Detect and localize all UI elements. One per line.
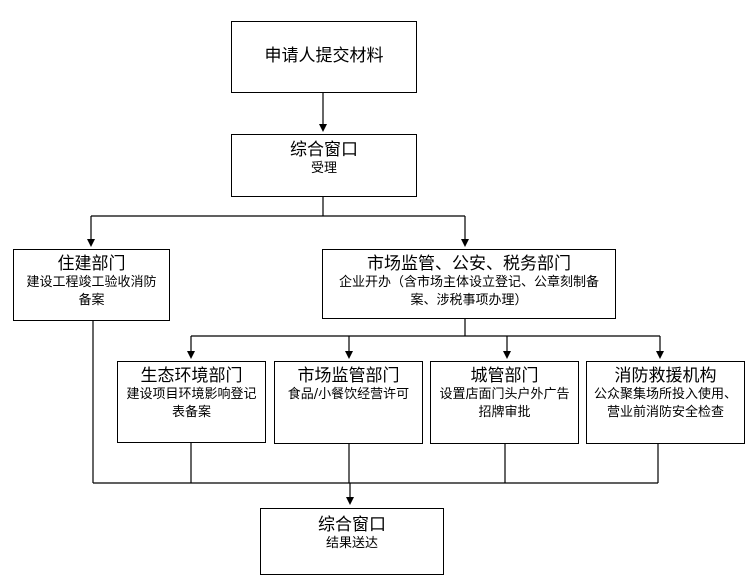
node-ecology-title: 生态环境部门	[140, 366, 243, 386]
node-ecology-body: 建设项目环境影响登记表备案	[126, 387, 257, 420]
node-market-tax-title: 市场监管、公安、税务部门	[367, 254, 571, 274]
node-market-title: 市场监管部门	[297, 366, 400, 386]
node-ecology: 生态环境部门 建设项目环境影响登记表备案	[117, 361, 266, 443]
node-window-accept-body: 受理	[310, 161, 337, 176]
node-housing-body: 建设工程竣工验收消防备案	[26, 275, 157, 308]
node-housing-title: 住建部门	[57, 254, 126, 274]
node-apply: 申请人提交材料	[231, 21, 417, 93]
node-urban-body: 设置店面门头户外广告招牌审批	[439, 387, 570, 420]
node-market-body: 食品/小餐饮经营许可	[287, 387, 410, 402]
node-window-accept: 综合窗口 受理	[231, 134, 417, 197]
node-market-tax: 市场监管、公安、税务部门 企业开办（含市场主体设立登记、公章刻制备案、涉税事项办…	[322, 249, 616, 319]
node-market: 市场监管部门 食品/小餐饮经营许可	[274, 361, 423, 444]
node-window-result-title: 综合窗口	[318, 515, 386, 535]
node-market-tax-body: 企业开办（含市场主体设立登记、公章刻制备案、涉税事项办理）	[338, 275, 599, 308]
node-urban-title: 城管部门	[470, 366, 539, 386]
node-fire-body: 公众聚集场所投入使用、营业前消防安全检查	[593, 387, 737, 420]
node-window-accept-title: 综合窗口	[290, 140, 358, 160]
node-apply-title: 申请人提交材料	[264, 46, 384, 66]
node-fire-title: 消防救援机构	[614, 366, 717, 386]
node-housing: 住建部门 建设工程竣工验收消防备案	[13, 249, 170, 321]
node-window-result-body: 结果送达	[325, 536, 378, 551]
node-window-result: 综合窗口 结果送达	[260, 508, 444, 575]
node-fire: 消防救援机构 公众聚集场所投入使用、营业前消防安全检查	[586, 361, 745, 444]
node-urban: 城管部门 设置店面门头户外广告招牌审批	[430, 361, 579, 444]
